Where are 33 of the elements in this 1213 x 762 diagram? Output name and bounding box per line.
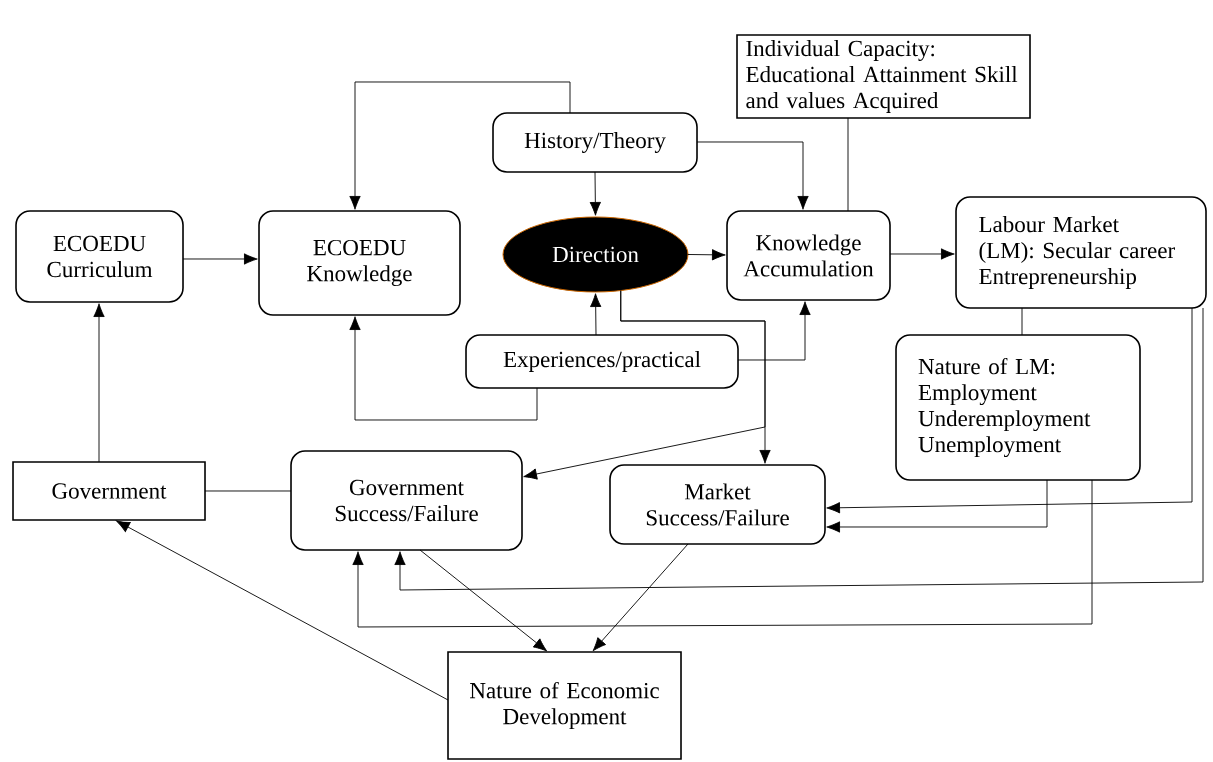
arrow (696, 141, 809, 210)
rounded-box: Labour Market (LM): Secular career Entrepreneurship (955, 196, 1207, 309)
arrow (349, 316, 538, 421)
arrow (826, 307, 1193, 514)
connector-line (847, 117, 849, 212)
rounded-box: Market Success/Failure (609, 464, 826, 545)
process-box: Individual Capacity: Educational Attainment Skill and values Acquired (736, 34, 1031, 119)
rounded-box: ECOEDU Curriculum (15, 210, 184, 303)
process-box: Nature of Economic Development (447, 651, 682, 760)
arrow (737, 301, 811, 361)
rounded-box: Nature of LM: Employment Underemployment Unemployment (895, 334, 1141, 481)
arrow (419, 549, 548, 652)
arrow (116, 520, 449, 701)
arrow (592, 543, 689, 652)
arrow (589, 171, 601, 216)
rounded-box: Government Success/Failure (290, 450, 523, 551)
arrow (93, 303, 105, 463)
arrow (394, 307, 1204, 591)
arrow (349, 81, 571, 210)
arrow (687, 249, 726, 261)
arrow (590, 293, 602, 336)
rounded-box: History/Theory (492, 112, 698, 173)
connector-line (204, 490, 292, 492)
arrow (182, 253, 258, 265)
rounded-box: Knowledge Accumulation (726, 210, 891, 301)
arrow (523, 290, 766, 480)
process-box: Government (12, 461, 206, 521)
arrow (826, 479, 1048, 533)
rounded-box: Experiences/practical (465, 334, 739, 389)
arrow (352, 479, 1093, 628)
connector-line (1021, 307, 1023, 336)
rounded-box: ECOEDU Knowledge (258, 210, 461, 316)
arrow (889, 248, 955, 260)
